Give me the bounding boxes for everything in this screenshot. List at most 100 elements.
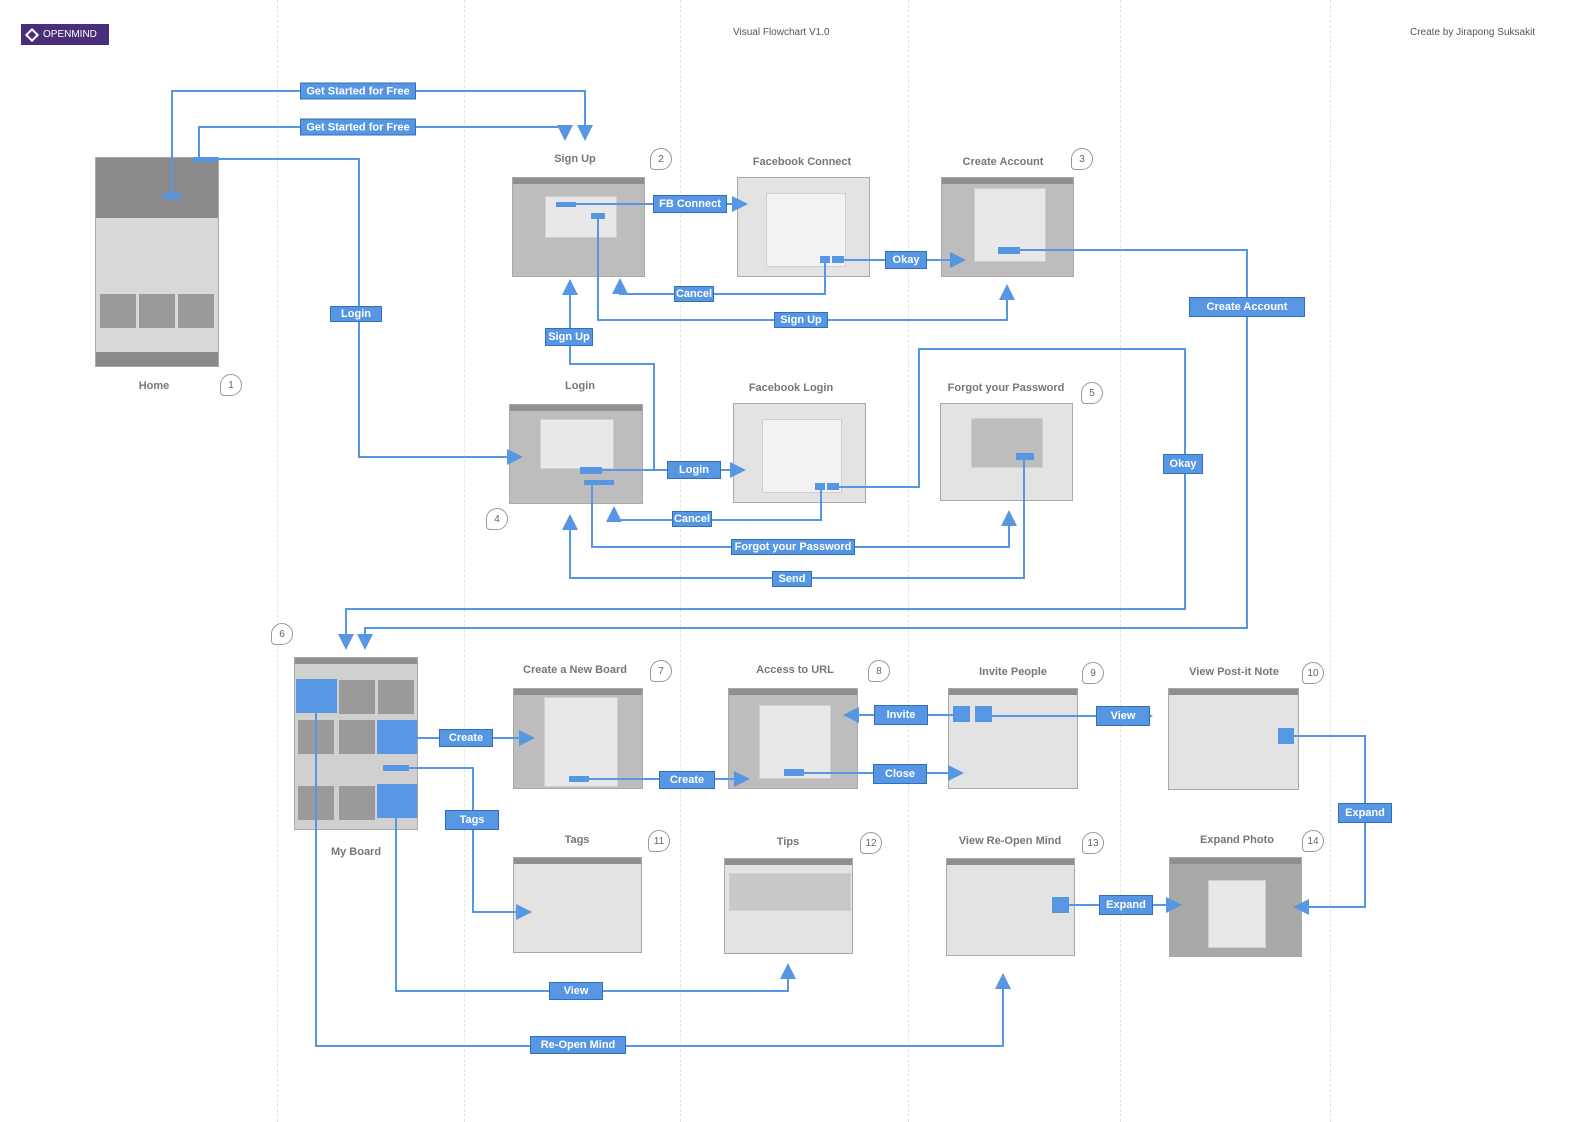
author-credit: Create by Jirapong Suksakit <box>1410 27 1536 38</box>
label-get-started-2: Get Started for Free <box>300 118 416 136</box>
expand-reopen-hotspot[interactable] <box>1052 897 1069 913</box>
guide-line <box>908 0 909 1122</box>
create-account-hotspot[interactable] <box>998 247 1020 254</box>
flow-okay-2 <box>338 348 1186 650</box>
send-hotspot[interactable] <box>1016 453 1034 460</box>
label-okay-2: Okay <box>1163 454 1203 474</box>
title-newboard: Create a New Board <box>523 664 627 676</box>
title-reopen: View Re-Open Mind <box>958 835 1062 847</box>
expand-postit-hotspot[interactable] <box>1278 728 1294 744</box>
screen-postit[interactable] <box>1168 688 1299 790</box>
label-create-account: Create Account <box>1189 297 1305 317</box>
openmind-logo: OPENMIND <box>21 24 109 45</box>
title-home: Home <box>138 380 170 392</box>
title-tips: Tips <box>776 836 800 848</box>
screen-expand[interactable] <box>1169 857 1302 957</box>
label-reopen: Re-Open Mind <box>530 1036 626 1054</box>
guide-line <box>1120 0 1121 1122</box>
title-signup: Sign Up <box>554 153 596 165</box>
screen-login[interactable] <box>509 404 643 504</box>
chart-title: Visual Flowchart V1.0 <box>733 27 830 38</box>
label-signup-from-login: Sign Up <box>545 328 593 346</box>
close-hotspot[interactable] <box>784 769 804 776</box>
logo-text: OPENMIND <box>43 29 97 40</box>
tags-hotspot[interactable] <box>383 765 409 771</box>
signup-submit-hotspot[interactable] <box>591 213 605 219</box>
hero-image <box>96 158 218 218</box>
screen-fbconnect[interactable] <box>737 177 870 277</box>
step-number: 1 <box>220 374 242 396</box>
fb-login-okay-hotspot[interactable] <box>827 483 839 490</box>
label-send: Send <box>772 571 812 587</box>
invite-hotspot[interactable] <box>953 706 970 722</box>
label-tags: Tags <box>445 810 499 830</box>
login-hotspot[interactable] <box>193 157 218 162</box>
create-board-hotspot[interactable] <box>377 720 417 754</box>
title-forgot: Forgot your Password <box>947 382 1065 394</box>
flow-view-tips <box>395 818 796 992</box>
label-signup-link: Sign Up <box>774 312 828 328</box>
step-number: 12 <box>860 832 882 854</box>
step-number: 2 <box>650 148 672 170</box>
label-forgot: Forgot your Password <box>731 539 855 555</box>
step-number: 11 <box>648 830 670 852</box>
step-number: 10 <box>1302 662 1324 684</box>
flow-cancel-1 <box>612 263 826 295</box>
title-expand: Expand Photo <box>1200 834 1274 846</box>
flow-tags <box>409 767 532 920</box>
label-cancel-2: Cancel <box>672 511 712 527</box>
flow-get-started-1 <box>171 90 593 193</box>
guide-line <box>277 0 278 1122</box>
fb-okay-hotspot[interactable] <box>832 256 844 263</box>
title-createaccount: Create Account <box>962 156 1044 168</box>
view-postit-hotspot[interactable] <box>975 706 992 722</box>
label-login-fb: Login <box>667 461 721 479</box>
guide-line <box>680 0 681 1122</box>
label-invite: Invite <box>874 705 928 725</box>
label-create-board: Create <box>439 729 493 747</box>
label-expand-2: Expand <box>1099 895 1153 915</box>
tips-hotspot[interactable] <box>377 784 417 818</box>
step-number: 8 <box>868 660 890 682</box>
screen-tips[interactable] <box>724 858 853 954</box>
flow-reopen <box>315 713 1011 1047</box>
title-fbconnect: Facebook Connect <box>752 156 852 168</box>
label-fb-connect: FB Connect <box>653 195 727 213</box>
flow-signup-link <box>597 219 1015 321</box>
title-invite: Invite People <box>979 666 1047 678</box>
get-started-hotspot[interactable] <box>163 193 181 199</box>
label-expand-1: Expand <box>1338 803 1392 823</box>
fb-connect-hotspot[interactable] <box>556 202 576 207</box>
title-myboard: My Board <box>330 846 382 858</box>
label-create-url: Create <box>659 771 715 789</box>
reopen-hotspot[interactable] <box>296 679 337 713</box>
step-number: 14 <box>1302 830 1324 852</box>
login-fb-hotspot[interactable] <box>580 467 602 474</box>
screen-tags[interactable] <box>513 857 642 953</box>
flow-signup-from-login <box>562 279 655 471</box>
step-number: 13 <box>1082 832 1104 854</box>
step-number: 4 <box>486 508 508 530</box>
forgot-hotspot[interactable] <box>584 480 614 485</box>
label-login-home: Login <box>330 306 382 322</box>
step-number: 9 <box>1082 662 1104 684</box>
guide-line <box>1330 0 1331 1122</box>
flow-create-account <box>357 249 1248 650</box>
label-okay-1: Okay <box>885 251 927 269</box>
fb-login-cancel-hotspot[interactable] <box>815 483 825 490</box>
label-view-postit: View <box>1096 706 1150 726</box>
step-number: 5 <box>1081 382 1103 404</box>
step-number: 7 <box>650 660 672 682</box>
flow-cancel-2 <box>606 490 822 522</box>
screen-forgot[interactable] <box>940 403 1073 501</box>
title-tags: Tags <box>564 834 590 846</box>
step-number: 3 <box>1071 148 1093 170</box>
title-postit: View Post-it Note <box>1189 666 1279 678</box>
label-close: Close <box>873 764 927 784</box>
step-number: 6 <box>271 623 293 645</box>
screen-home[interactable] <box>95 157 219 367</box>
screen-invite[interactable] <box>948 688 1078 789</box>
title-url: Access to URL <box>756 664 834 676</box>
fb-cancel-hotspot[interactable] <box>820 256 830 263</box>
